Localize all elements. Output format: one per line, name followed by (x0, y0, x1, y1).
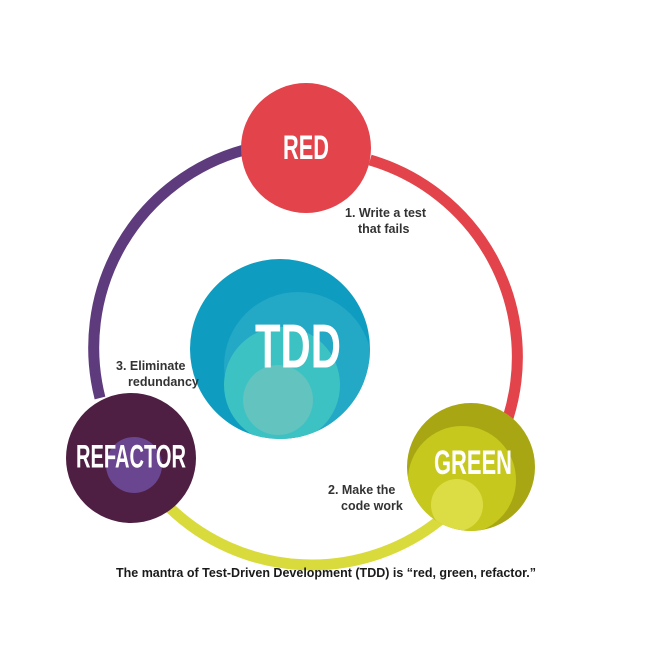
center-node: TDD (190, 259, 370, 439)
red-node: RED (241, 83, 371, 213)
step-1-line-1: 1. Write a test (345, 206, 427, 220)
arc-refactor-to-red (88, 144, 246, 400)
refactor-node: REFACTOR (66, 393, 196, 523)
step-3-line-2: redundancy (128, 375, 199, 389)
diagram-caption: The mantra of Test-Driven Development (T… (116, 566, 536, 580)
arc-red-to-green (368, 154, 523, 420)
refactor-node-label: REFACTOR (76, 438, 186, 474)
step-3-line-1: 3. Eliminate (116, 359, 186, 373)
step-2-line-2: code work (341, 499, 403, 513)
step-2-line-1: 2. Make the (328, 483, 395, 497)
center-label: TDD (255, 312, 341, 381)
arc-green-to-refactor (166, 504, 444, 571)
green-node: GREEN (407, 403, 535, 531)
green-node-label: GREEN (434, 444, 512, 482)
red-node-label: RED (283, 129, 329, 167)
step-1-line-2: that fails (358, 222, 409, 236)
